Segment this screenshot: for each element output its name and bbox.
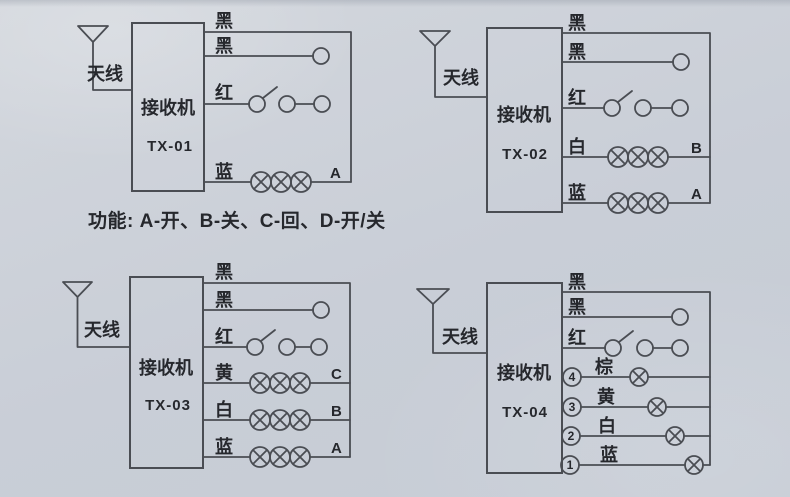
antenna-icon (62, 281, 131, 348)
output-tag: C (331, 366, 342, 383)
wire-label: 白 (215, 399, 233, 420)
wire-label: 白 (568, 136, 586, 157)
wire-black-top-and-bus (203, 31, 352, 183)
receiver-label: 接收机 (139, 357, 193, 378)
lamp-chain-icon (607, 192, 669, 214)
lamp-icon (629, 367, 649, 387)
antenna-label: 天线 (84, 319, 120, 340)
diagram-tx03: 天线 接收机 TX-03 黑 黑 红 黄 C 白 B (62, 262, 351, 469)
wire-label: 蓝 (215, 437, 233, 457)
wire-label: 黑 (568, 13, 586, 33)
receiver-label: 接收机 (497, 104, 551, 125)
wire-black-top-and-bus (202, 282, 351, 458)
lamp-chain-icon (249, 446, 311, 468)
wire-label: 黑 (215, 290, 233, 310)
diagram-tx01: 天线 接收机 TX-01 黑 黑 红 蓝 A (77, 11, 352, 193)
wire-label: 蓝 (215, 162, 233, 182)
terminal-circle-icon (672, 53, 690, 71)
receiver-box (131, 22, 205, 192)
lamp-chain-icon (249, 409, 311, 431)
wire-label: 黑 (568, 42, 586, 62)
receiver-box (486, 27, 563, 213)
pin-number: 4 (569, 370, 576, 384)
pin-number: 2 (568, 429, 575, 443)
antenna-icon (419, 30, 488, 98)
switch-icon (561, 330, 689, 357)
receiver-label: 接收机 (141, 97, 195, 118)
wire-label: 黑 (568, 272, 586, 292)
wire-label: 黑 (215, 262, 233, 282)
terminal-circle-icon (312, 301, 330, 319)
switch-icon (203, 86, 331, 113)
wire-label: 红 (215, 82, 233, 103)
lamp-icon (647, 397, 667, 417)
wire-label: 蓝 (600, 445, 618, 465)
model-label: TX-02 (502, 146, 548, 163)
wire-label: 红 (568, 327, 586, 348)
terminal-circle-icon (671, 308, 689, 326)
lamp-icon (684, 455, 704, 475)
wire-black-top-and-bus (561, 32, 711, 204)
output-tag: A (330, 165, 341, 182)
pin-number: 1 (567, 458, 574, 472)
wire-label: 红 (568, 87, 586, 108)
function-note: 功能: A-开、B-关、C-回、D-开/关 (88, 209, 386, 232)
output-tag: A (691, 186, 702, 203)
lamp-chain-icon (250, 171, 312, 193)
lamp-chain-icon (607, 146, 669, 168)
wire-label: 黄 (597, 386, 615, 407)
wire-label: 黑 (215, 11, 233, 31)
antenna-icon (416, 288, 488, 354)
output-tag: B (331, 403, 342, 420)
model-label: TX-04 (502, 404, 548, 421)
wire-label: 黑 (568, 297, 586, 317)
switch-icon (202, 329, 328, 356)
output-tag: A (331, 440, 342, 457)
receiver-box (486, 282, 563, 474)
pin-number: 3 (569, 400, 576, 414)
model-label: TX-01 (147, 138, 193, 155)
lamp-chain-icon (249, 372, 311, 394)
lamp-icon (665, 426, 685, 446)
switch-icon (561, 90, 689, 117)
antenna-label: 天线 (442, 326, 478, 347)
receiver-box (129, 276, 204, 469)
antenna-label: 天线 (443, 67, 479, 88)
antenna-icon (77, 25, 133, 91)
output-tag: B (691, 140, 702, 157)
wire-label: 黄 (215, 362, 233, 383)
wire-label: 棕 (595, 356, 613, 377)
receiver-label: 接收机 (497, 362, 551, 383)
wire-label: 蓝 (568, 183, 586, 203)
diagram-tx02: 天线 接收机 TX-02 黑 黑 红 白 B 蓝 A (419, 13, 711, 214)
terminal-circle-icon (312, 47, 330, 65)
antenna-label: 天线 (87, 63, 123, 84)
model-label: TX-03 (145, 397, 191, 414)
wire-label: 红 (215, 326, 233, 347)
diagram-tx04: 天线 接收机 TX-04 黑 黑 红 4 棕 3 (416, 272, 711, 475)
wire-label: 白 (598, 415, 616, 436)
wire-label: 黑 (215, 36, 233, 56)
